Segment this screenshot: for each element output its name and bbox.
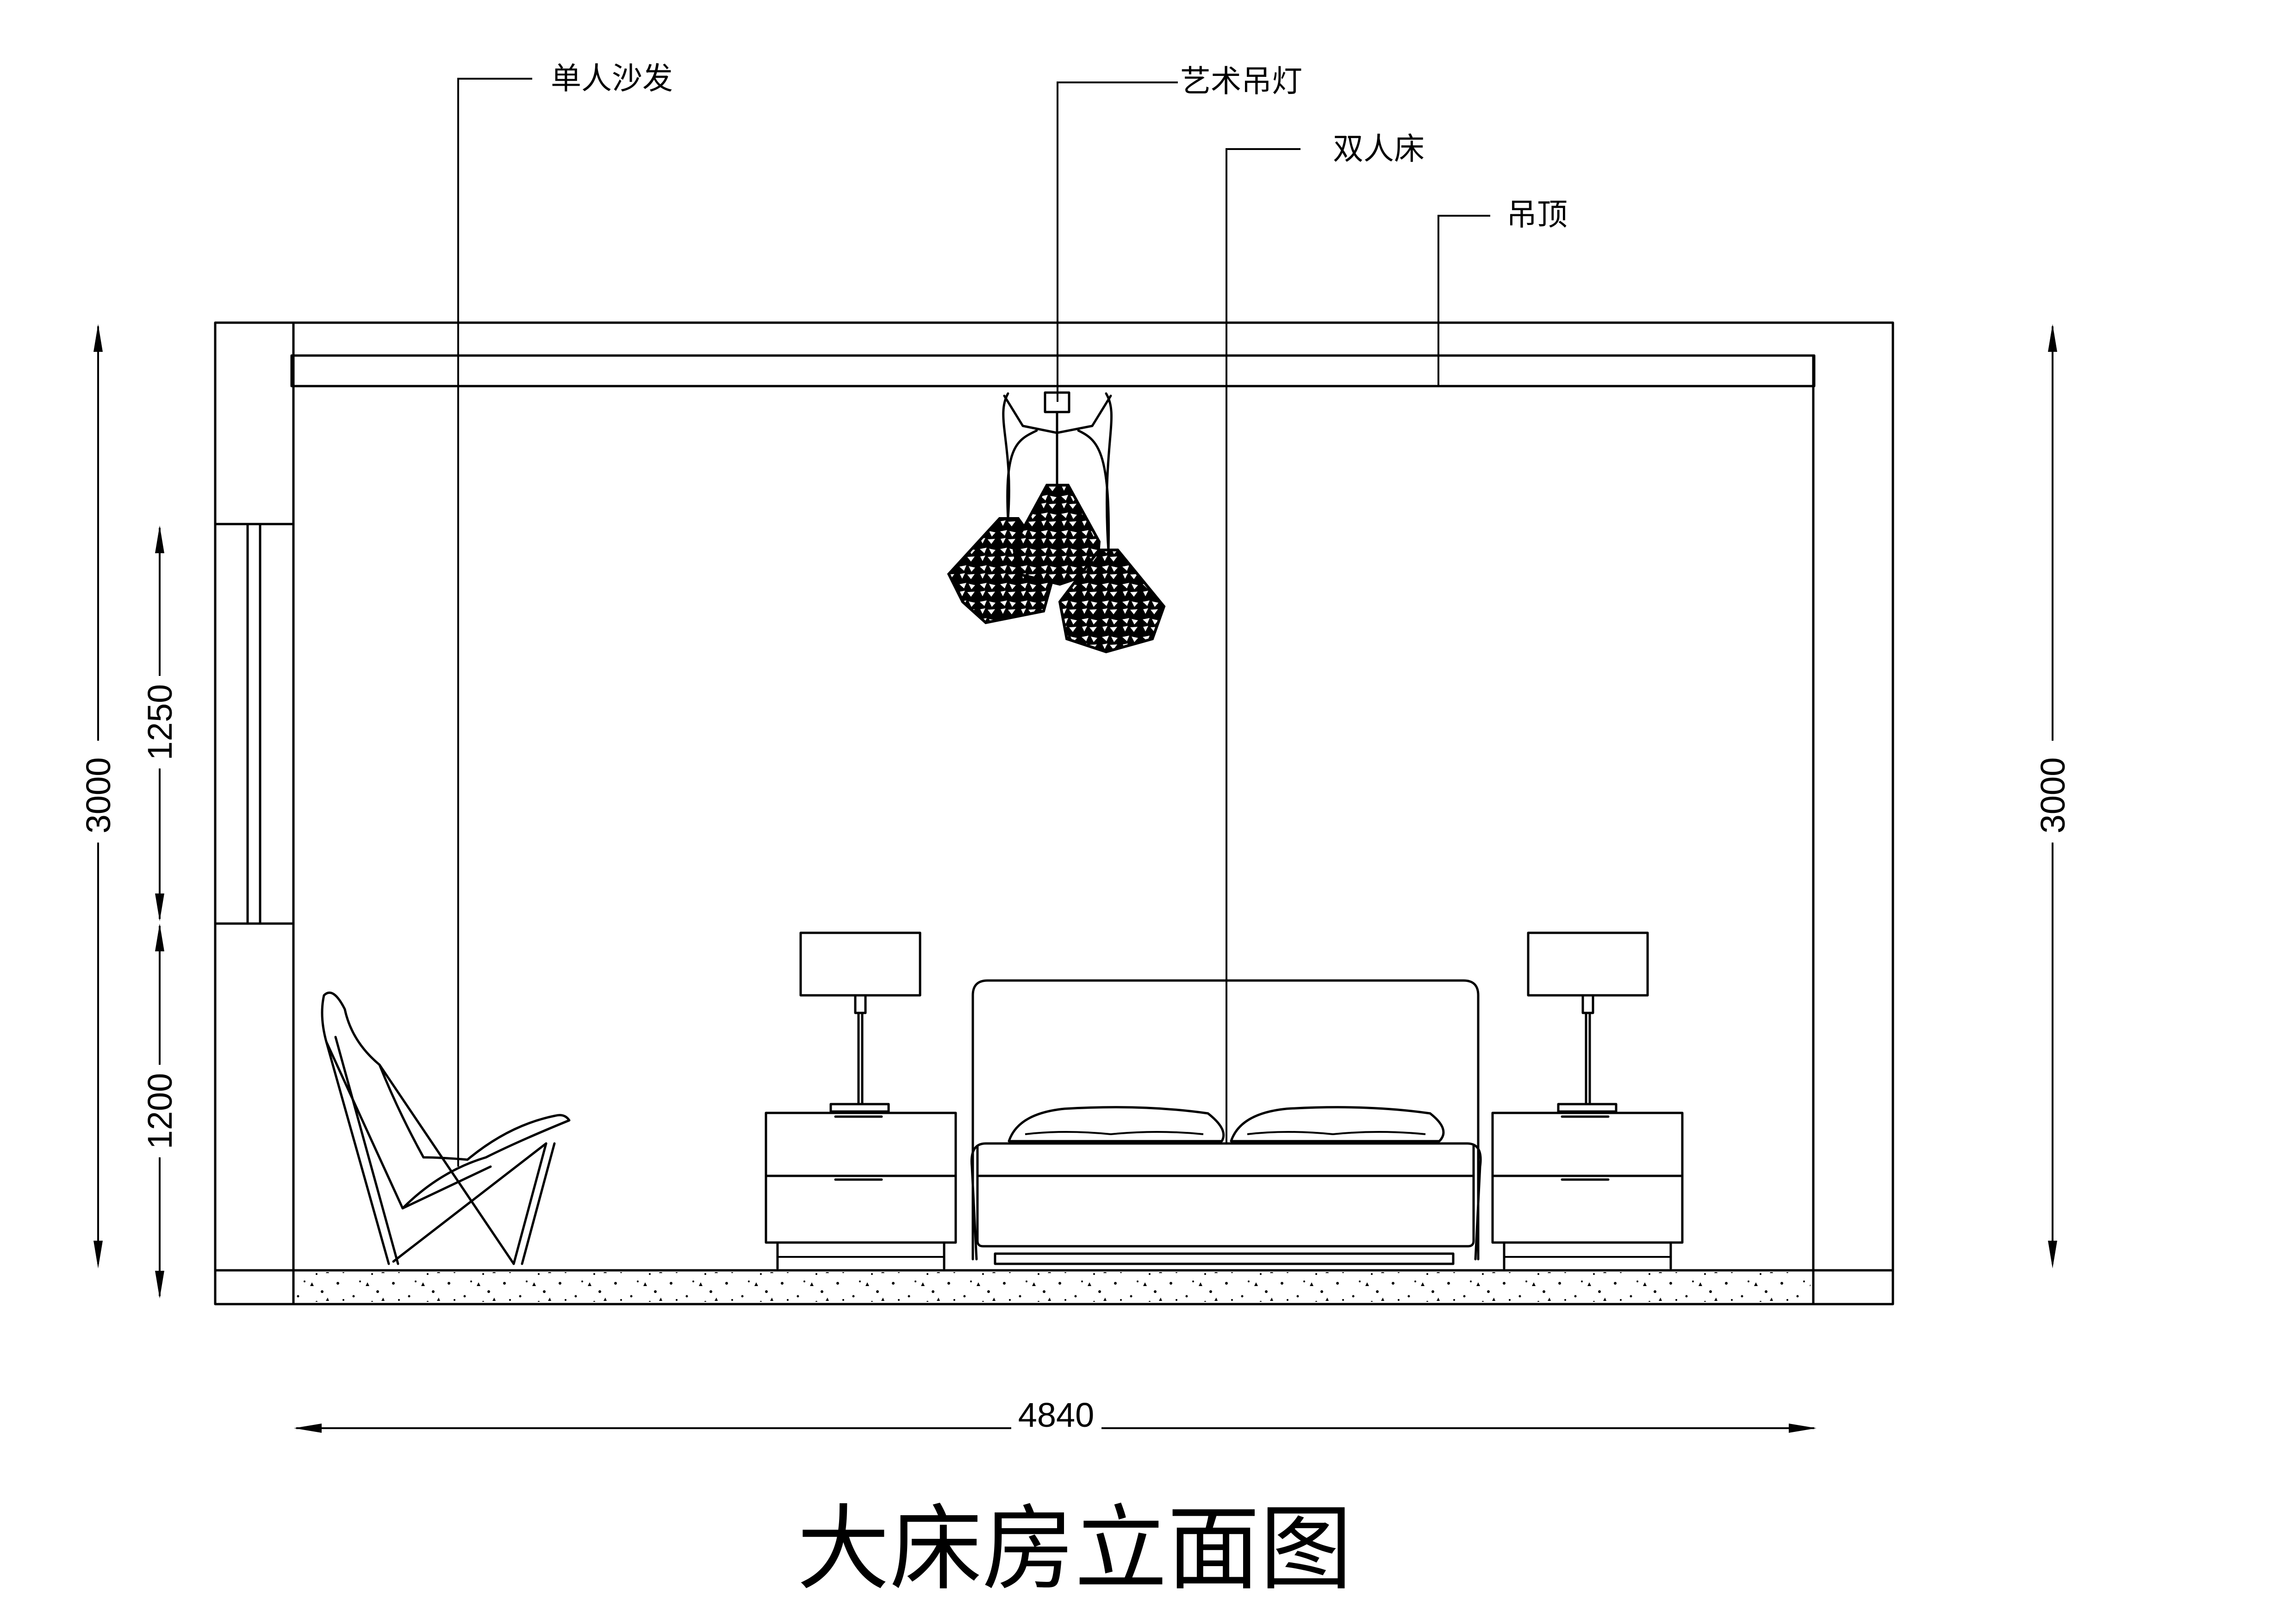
dimension-right-total (2034, 324, 2071, 1268)
ceiling-beam (290, 354, 1816, 387)
dimension-left-lower (141, 924, 178, 1299)
floor-strip (296, 1272, 1811, 1302)
pillow-left (1008, 1106, 1225, 1143)
dimension-width (294, 1403, 1817, 1435)
table-lamp-left (799, 931, 921, 1113)
dimension-left-upper (141, 525, 178, 921)
drawing-title: 大床房立面图 (797, 1495, 1352, 1603)
dim-width: 4840 (1018, 1396, 1095, 1434)
dimension-left-total (79, 324, 116, 1268)
double-bed (970, 979, 1482, 1265)
dim-left-upper: 1250 (141, 684, 179, 761)
label-pendant: 艺术吊灯 (1180, 64, 1302, 98)
label-ceiling: 吊顶 (1506, 197, 1568, 231)
room-shell (214, 321, 1894, 1305)
single-sofa-chair (321, 991, 571, 1265)
nightstand-left (765, 1112, 957, 1270)
nightstand-right (1491, 1112, 1684, 1270)
dim-left-total: 3000 (79, 757, 118, 834)
pillow-right (1230, 1106, 1445, 1143)
label-sofa: 单人沙发 (551, 61, 673, 95)
lampshade-right (1058, 549, 1166, 654)
dim-right-total: 3000 (2034, 757, 2072, 834)
table-lamp-right (1527, 931, 1649, 1113)
dim-left-lower: 1200 (141, 1073, 179, 1149)
window-side (214, 523, 295, 925)
label-bed: 双人床 (1333, 131, 1425, 166)
leader-lines (457, 78, 1490, 1167)
pendant-lamp (947, 391, 1166, 654)
